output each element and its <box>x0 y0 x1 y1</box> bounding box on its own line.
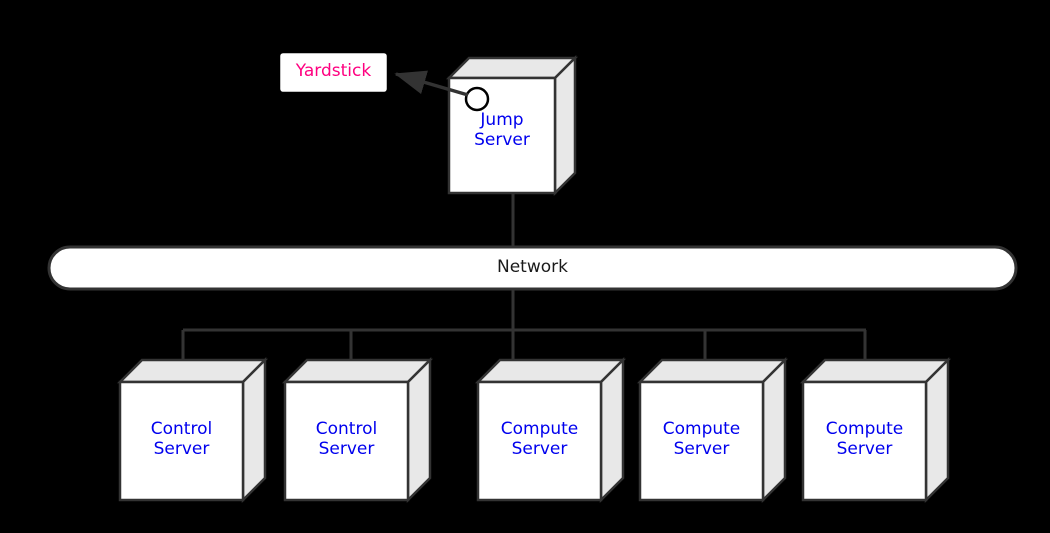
connection-lines <box>181 193 867 372</box>
server-3-top-face <box>474 358 627 384</box>
server-2-side-face <box>406 356 432 504</box>
jump-server-front-face[interactable] <box>447 76 557 195</box>
server-4-top-face <box>636 358 789 384</box>
yardstick-dependency-arrow <box>394 70 469 97</box>
network-node[interactable] <box>47 245 1018 291</box>
jump-server-side-face <box>553 54 577 197</box>
server-5-front-face[interactable] <box>801 380 928 502</box>
server-2-top-face <box>281 358 434 384</box>
server-4-front-face[interactable] <box>638 380 765 502</box>
server-2-front-face[interactable] <box>283 380 410 502</box>
server-node-3[interactable] <box>474 356 627 504</box>
server-1-top-face <box>116 358 269 384</box>
jump-server-top-face <box>445 56 579 80</box>
yardstick-box[interactable] <box>277 50 390 95</box>
arrow-shaft <box>394 70 469 97</box>
network-bar[interactable] <box>47 245 1018 291</box>
server-node-2[interactable] <box>281 356 434 504</box>
server-5-side-face <box>924 356 950 504</box>
jump-server-node[interactable] <box>445 54 579 197</box>
server-boxes <box>116 356 952 504</box>
server-node-4[interactable] <box>636 356 789 504</box>
server-node-5[interactable] <box>799 356 952 504</box>
server-3-front-face[interactable] <box>476 380 603 502</box>
server-5-top-face <box>799 358 952 384</box>
server-1-front-face[interactable] <box>118 380 245 502</box>
server-node-1[interactable] <box>116 356 269 504</box>
server-3-side-face <box>599 356 625 504</box>
server-4-side-face <box>761 356 787 504</box>
yardstick-node[interactable] <box>277 50 390 95</box>
provided-interface-icon[interactable] <box>464 86 490 112</box>
server-1-side-face <box>241 356 267 504</box>
